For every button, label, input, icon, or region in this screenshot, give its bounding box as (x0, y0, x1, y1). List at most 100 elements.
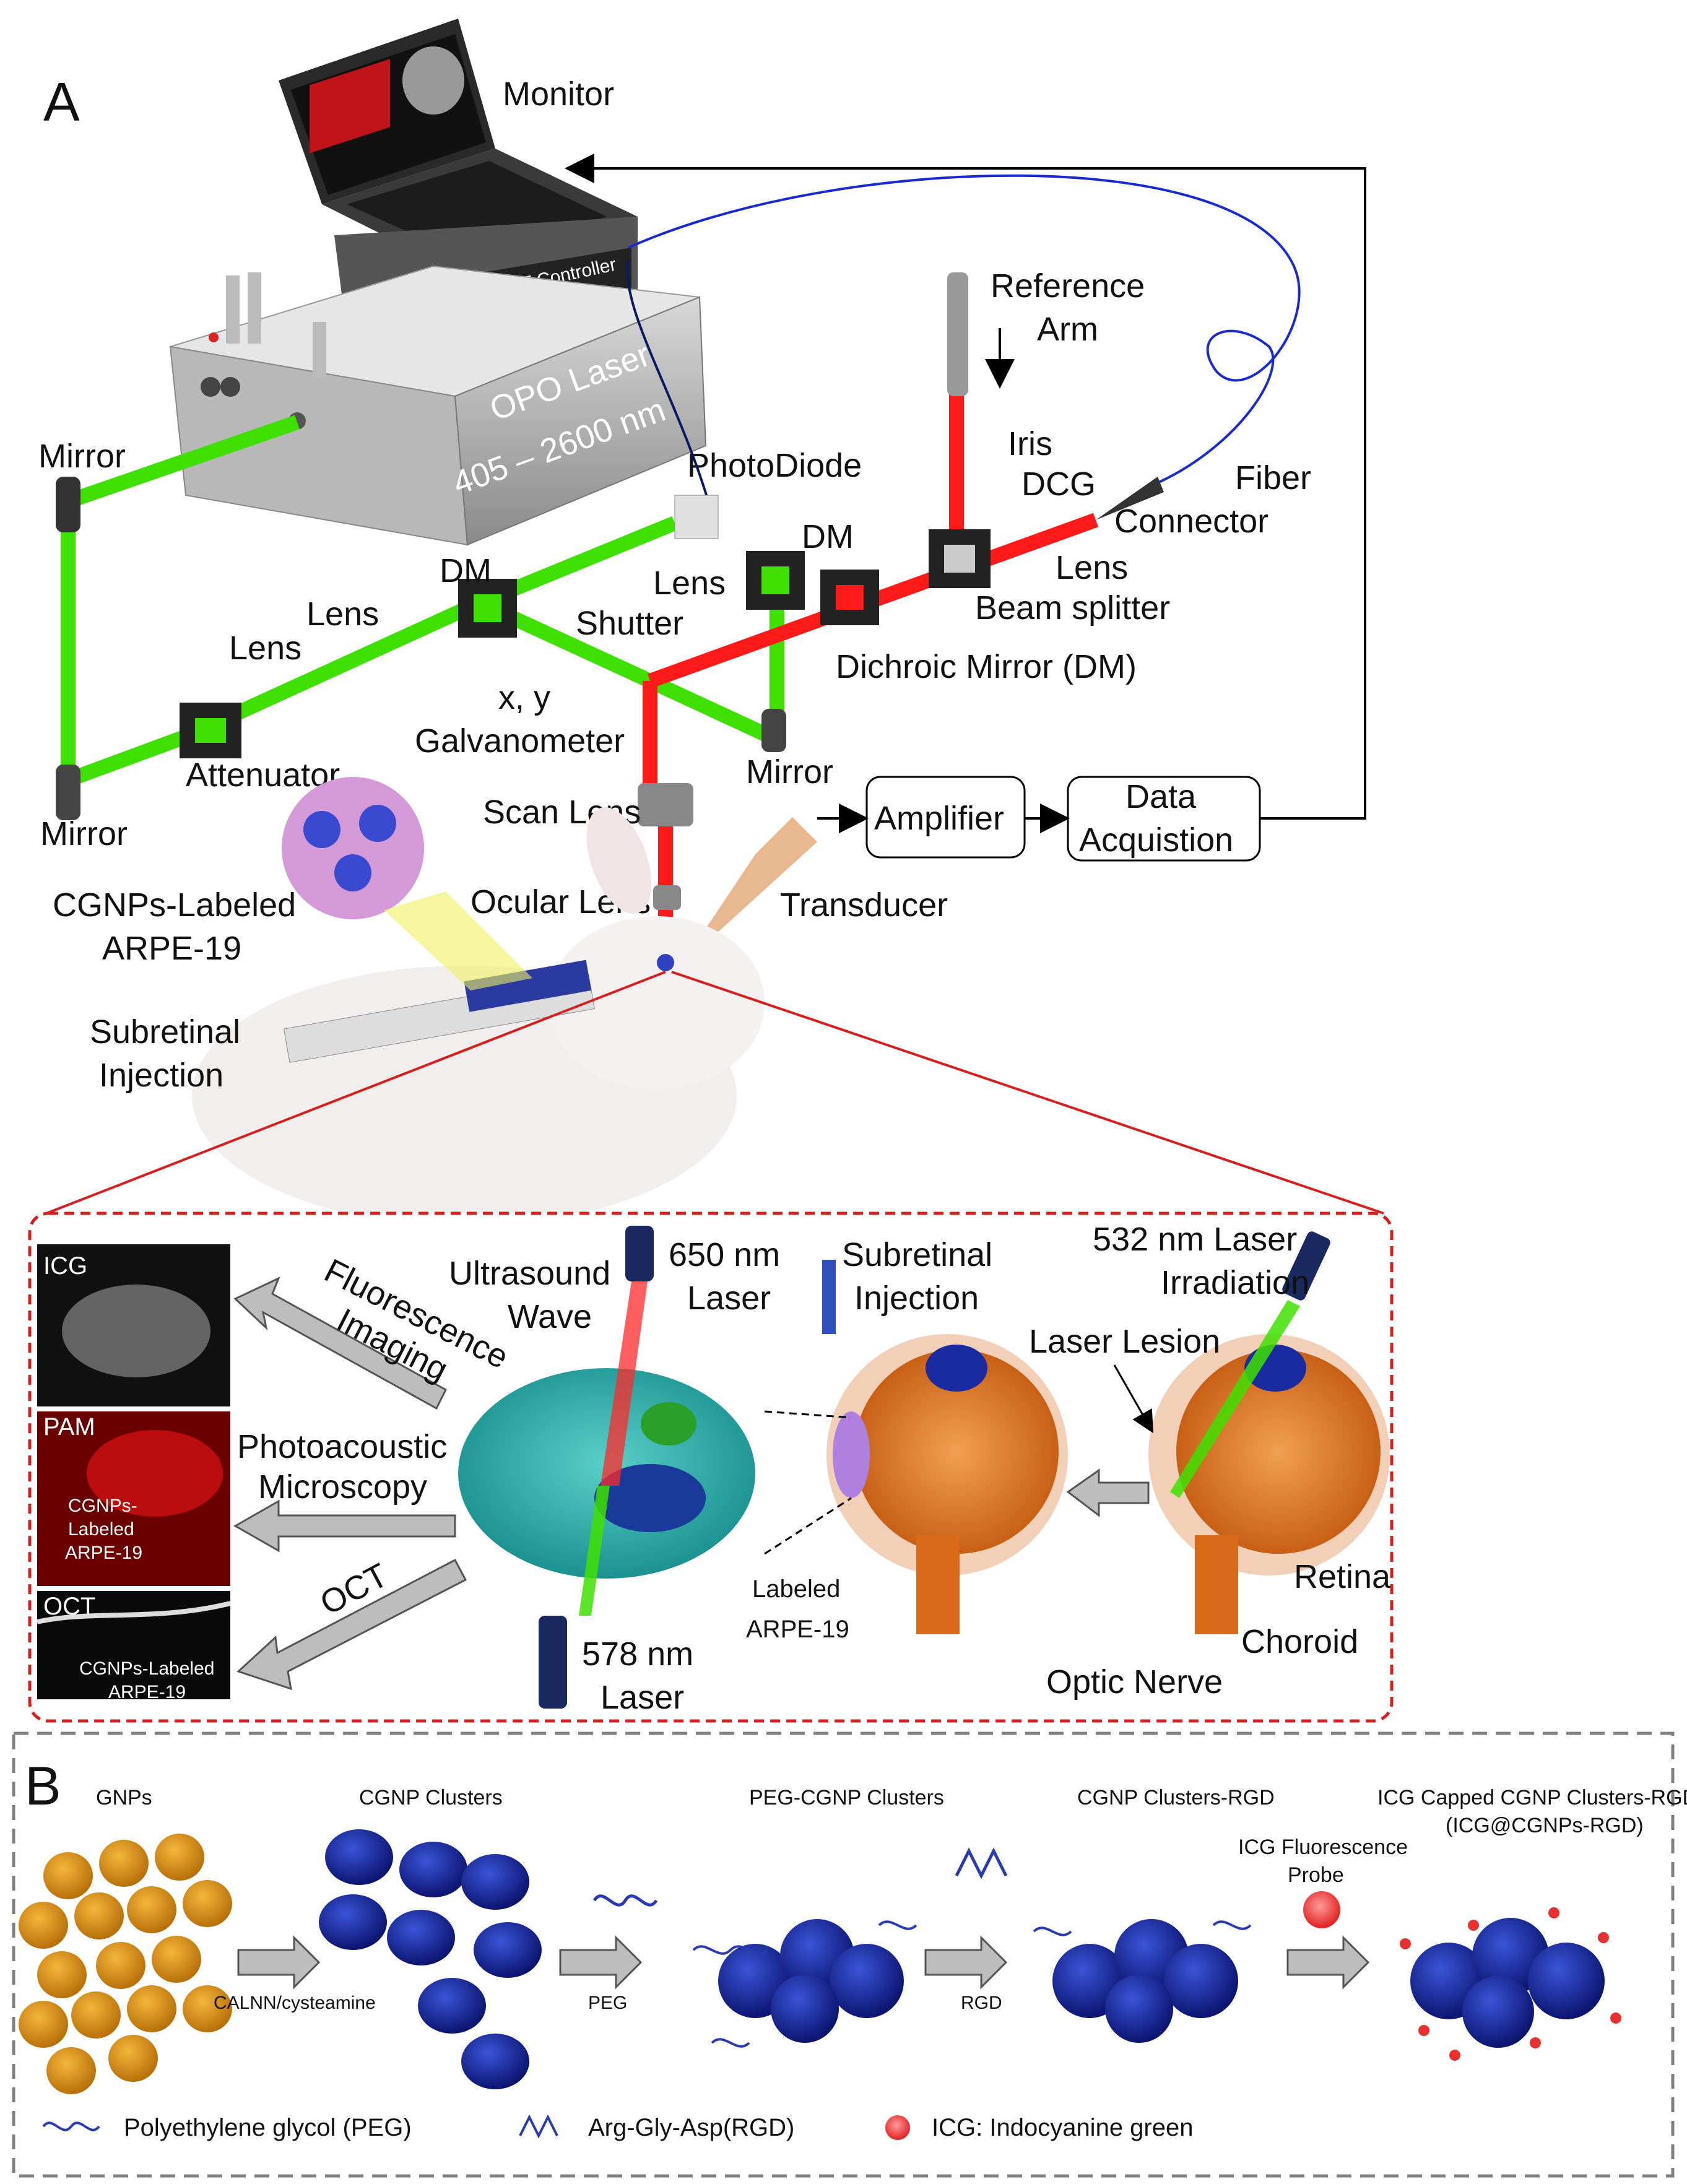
oct-note-1: CGNPs-Labeled (79, 1658, 214, 1679)
legend-peg-icon (42, 2121, 100, 2131)
fluorescence-arrow-icon (233, 1276, 447, 1410)
fiber-cable (628, 174, 1301, 484)
choroid-label: Choroid (1241, 1623, 1358, 1660)
amplifier-label: Amplifier (874, 800, 1004, 837)
dm-cube-1-icon (458, 579, 517, 638)
cgnp-rgd-cluster-icon (1033, 1919, 1252, 2043)
mirror-top-icon (56, 477, 80, 532)
syringe-icon (283, 960, 595, 1063)
reference-arm-label-1: Reference (991, 267, 1145, 305)
dm-1-label: DM (440, 552, 492, 589)
pam-note-1: CGNPs- (68, 1496, 137, 1516)
cell-to-eye-dash-2 (764, 1497, 852, 1555)
opo-laser-box (169, 265, 707, 546)
dm-cube-2-icon (746, 551, 805, 610)
small-syringe-icon (822, 1260, 836, 1334)
gnps-particles-icon (19, 1834, 232, 2094)
daq-to-monitor-arrow (565, 154, 1366, 820)
galvo-label-1: x, y (498, 679, 550, 716)
pam-image-label: PAM (43, 1413, 95, 1441)
legend-peg-label: Polyethylene glycol (PEG) (124, 2114, 412, 2141)
stage-rgd-title: CGNP Clusters-RGD (1077, 1786, 1275, 1809)
probe-title-2: Probe (1288, 1863, 1344, 1887)
legend-rgd-icon (519, 2114, 558, 2139)
monitor-label: Monitor (503, 76, 614, 113)
transducer-label: Transducer (780, 886, 948, 924)
lens-3-label: Lens (653, 565, 726, 602)
final-title-2: (ICG@CGNPs-RGD) (1446, 1814, 1644, 1837)
retina-label: Retina (1294, 1558, 1391, 1595)
ultrasound-label-2: Wave (508, 1298, 592, 1335)
data-acquisition-label-2: Acquistion (1079, 821, 1233, 859)
laser-578-label-2: Laser (601, 1679, 684, 1716)
ultrasound-label-1: Ultrasound (449, 1255, 610, 1292)
lens-2-label: Lens (306, 596, 379, 633)
labeled-arpe-label-1: Labeled (752, 1575, 840, 1603)
icg-probe-icon (1303, 1891, 1340, 1928)
laser-532-label-1: 532 nm Laser (1093, 1221, 1297, 1258)
oct-note-2: ARPE-19 (108, 1682, 186, 1702)
mirror-bottom-label: Mirror (40, 815, 128, 852)
arrow-b2-label: PEG (588, 1993, 627, 2013)
cgnp-clusters-icon (319, 1829, 542, 2089)
peg-molecule-icon (592, 1894, 658, 1907)
mirror-bottom-icon (56, 765, 80, 820)
arrow-b4-icon (1286, 1935, 1370, 1990)
laser-650-label-1: 650 nm (669, 1236, 780, 1273)
legend-icg-icon (885, 2115, 910, 2140)
attenuator-label: Attenuator (186, 756, 340, 794)
arrow-b3-label: RGD (961, 1993, 1002, 2013)
cgnps-label-2: ARPE-19 (102, 930, 241, 967)
probe-title-1: ICG Fluorescence (1238, 1835, 1408, 1859)
fiber-connector-icon (1096, 477, 1164, 520)
stage-peg-title: PEG-CGNP Clusters (749, 1786, 944, 1809)
laser-lesion-label: Laser Lesion (1029, 1323, 1220, 1360)
eye-to-eye-arrow-icon (1066, 1468, 1150, 1518)
photodiode-wire (626, 259, 713, 514)
legend-icg-label: ICG: Indocyanine green (932, 2114, 1193, 2141)
stage-cgnp-title: CGNP Clusters (359, 1786, 503, 1809)
icg-image-label: ICG (43, 1252, 87, 1280)
peg-cgnp-cluster-icon (692, 1919, 917, 2048)
cgnps-labeled-cells-icon (282, 777, 532, 990)
dm-2-label: DM (802, 518, 854, 555)
arrow-b1-label: CALNN/cysteamine (214, 1993, 376, 2013)
icg-capped-cluster-icon (1400, 1907, 1621, 2061)
photodiode-icon (674, 495, 719, 539)
reference-arm-label-2: Arm (1037, 311, 1098, 348)
pam-note-2: Labeled (68, 1519, 134, 1540)
rgd-molecule-icon (955, 1847, 1008, 1879)
dichroic-mirror-label: Dichroic Mirror (DM) (836, 648, 1137, 685)
laser-lesion-arrow (1113, 1364, 1153, 1434)
dcg-label: DCG (1021, 466, 1096, 503)
oct-arrow-icon (236, 1558, 467, 1691)
arrow-b2-icon (559, 1935, 643, 1990)
mirror-top-label: Mirror (38, 438, 126, 475)
data-acquisition-label-1: Data (1125, 778, 1197, 815)
laser-578-label-1: 578 nm (582, 1636, 693, 1673)
transducer-icon (681, 817, 817, 966)
photoacoustic-label-2: Microscopy (258, 1468, 427, 1506)
oct-image-label: OCT (43, 1593, 95, 1620)
stage-gnps-title: GNPs (96, 1786, 152, 1809)
beam-splitter-icon (929, 529, 991, 588)
scan-lens-icon (638, 783, 693, 826)
panel-b-letter: B (25, 1755, 61, 1816)
fiber-label: Fiber (1235, 459, 1311, 496)
pam-note-3: ARPE-19 (65, 1543, 142, 1563)
ocular-lens-icon (653, 885, 681, 910)
zoom-line-right (671, 971, 1384, 1215)
panel-a-letter: A (43, 71, 80, 132)
eye-lesion-illustration (1148, 1231, 1390, 1634)
final-title-1: ICG Capped CGNP Clusters-RGD (1377, 1786, 1687, 1809)
subretinal-label-2: Injection (99, 1057, 223, 1094)
subretinal-inset-label-2: Injection (854, 1280, 979, 1317)
arrow-b3-icon (924, 1935, 1008, 1990)
lens-4-label: Lens (1056, 549, 1128, 586)
arrow-b1-icon (237, 1935, 321, 1990)
eye-injected-illustration (826, 1334, 1068, 1634)
optic-nerve-label: Optic Nerve (1046, 1663, 1223, 1701)
photodiode-label: PhotoDiode (687, 447, 862, 484)
labeled-arpe-label-2: ARPE-19 (746, 1616, 849, 1643)
